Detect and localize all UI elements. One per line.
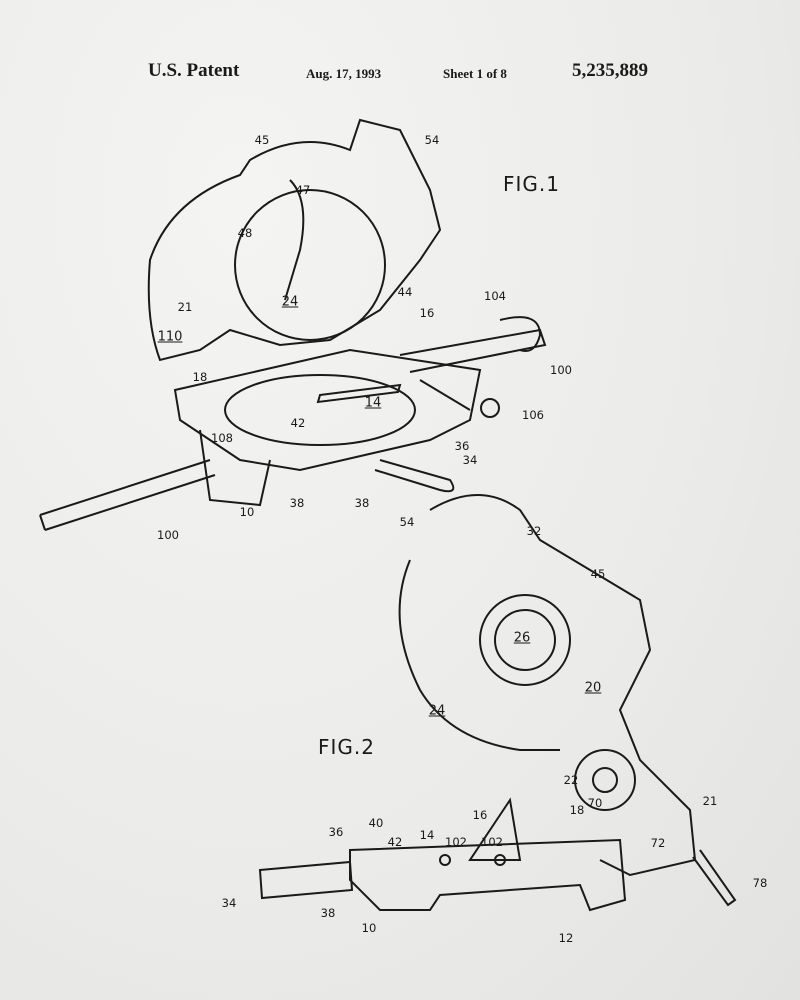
ref-numeral: 38 <box>320 906 336 920</box>
ref-numeral: 26 <box>513 630 531 646</box>
ref-numeral: 38 <box>289 496 305 510</box>
ref-numeral: 12 <box>558 931 574 945</box>
ref-numeral: 48 <box>237 226 253 240</box>
ref-numeral: 36 <box>454 439 470 453</box>
sheet-number: Sheet 1 of 8 <box>443 66 507 81</box>
fig2-label: FIG.2 <box>318 735 375 759</box>
ref-numeral: 54 <box>424 133 440 147</box>
ref-numeral: 18 <box>192 370 208 384</box>
ref-numeral: 10 <box>239 505 255 519</box>
ref-numeral: 104 <box>484 289 506 303</box>
ref-numeral: 14 <box>364 395 382 411</box>
ref-numeral: 45 <box>254 133 270 147</box>
ref-numeral: 24 <box>281 294 299 310</box>
ref-numeral: 40 <box>368 816 384 830</box>
ref-numeral: 42 <box>387 835 403 849</box>
ref-numeral: 47 <box>295 183 311 197</box>
ref-numeral: 72 <box>650 836 666 850</box>
ref-numeral: 100 <box>550 363 572 377</box>
ref-numeral: 18 <box>569 803 585 817</box>
patent-title: U.S. Patent <box>148 60 240 81</box>
ref-numeral: 78 <box>752 876 768 890</box>
ref-numeral: 20 <box>584 680 602 696</box>
ref-numeral: 21 <box>702 794 718 808</box>
ref-numeral: 32 <box>526 524 542 538</box>
ref-numeral: 10 <box>361 921 377 935</box>
ref-numeral: 22 <box>563 773 579 787</box>
ref-numeral: 100 <box>157 528 179 542</box>
ref-numeral: 45 <box>590 567 606 581</box>
ref-numeral: 16 <box>419 306 435 320</box>
ref-numeral: 34 <box>462 453 478 467</box>
ref-numeral: 54 <box>399 515 415 529</box>
ref-numeral: 42 <box>290 416 306 430</box>
ref-numeral: 102 <box>445 835 467 849</box>
ref-numeral: 102 <box>481 835 503 849</box>
fig1-label: FIG.1 <box>503 172 560 196</box>
patent-number: 5,235,889 <box>572 60 648 81</box>
fig1-drawing <box>39 118 547 531</box>
ref-numeral: 44 <box>397 285 413 299</box>
ref-numeral: 110 <box>157 329 183 345</box>
ref-numeral: 34 <box>221 896 237 910</box>
ref-numeral: 21 <box>177 300 193 314</box>
ref-numeral: 14 <box>419 828 435 842</box>
ref-numeral: 36 <box>328 825 344 839</box>
ref-numeral: 38 <box>354 496 370 510</box>
ref-numeral: 70 <box>587 796 603 810</box>
ref-numeral: 106 <box>522 408 544 422</box>
ref-numeral: 16 <box>472 808 488 822</box>
ref-numeral: 108 <box>211 431 233 445</box>
ref-numeral: 24 <box>428 703 446 719</box>
fig2-drawing <box>258 494 737 912</box>
patent-date: Aug. 17, 1993 <box>306 66 382 81</box>
